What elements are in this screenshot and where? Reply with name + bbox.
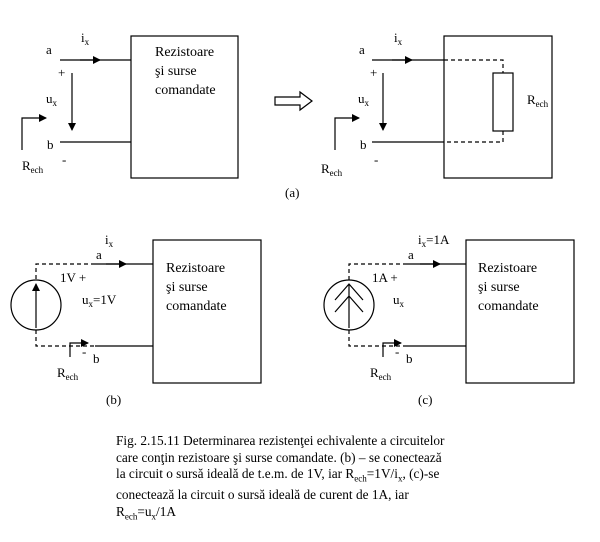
rech-label: Rech xyxy=(22,158,44,175)
caption-line: conectează la circuit o sursă ideală de … xyxy=(116,487,409,503)
block-box xyxy=(465,239,575,384)
ux-label: ux xyxy=(393,292,405,309)
figure-caption: Fig. 2.15.11 Determinarea rezistenţei ec… xyxy=(116,433,556,525)
minus-sign: - xyxy=(395,344,399,359)
panel-a-right xyxy=(334,35,553,179)
caption-line: care conţin rezistoare şi surse comandat… xyxy=(116,449,442,465)
rech-arrow xyxy=(382,339,402,357)
terminal-b: b xyxy=(47,137,54,152)
rech-resistor-label: Rech xyxy=(527,92,549,109)
current-source-symbol xyxy=(334,283,364,328)
terminal-a: a xyxy=(408,247,414,262)
panel-a-left xyxy=(21,35,239,179)
equivalent-resistor xyxy=(492,72,514,132)
plus-sign: + xyxy=(370,65,377,80)
box-text-line3: comandate xyxy=(478,299,539,314)
minus-sign: - xyxy=(374,152,378,167)
terminal-b: b xyxy=(406,351,413,366)
rech-arrow xyxy=(21,114,47,150)
terminal-b: b xyxy=(360,137,367,152)
box-text-line3: comandate xyxy=(155,83,216,98)
source-value: 1V + xyxy=(60,270,86,285)
rech-arrow xyxy=(334,114,360,150)
box-text-line1: Rezistoare xyxy=(155,45,214,60)
box-text-line1: Rezistoare xyxy=(166,261,225,276)
current-source xyxy=(323,279,375,331)
ux-label: ux=1V xyxy=(82,292,117,309)
transform-arrow xyxy=(274,90,313,112)
terminal-a: a xyxy=(96,247,102,262)
ix-label: ix xyxy=(81,30,90,47)
panel-c xyxy=(323,239,575,384)
dashed-connection xyxy=(444,59,504,143)
panel-label-b: (b) xyxy=(106,392,121,407)
voltage-source xyxy=(10,279,62,331)
caption-line: Rech=ux/1A xyxy=(116,504,176,522)
plus-sign: + xyxy=(58,65,65,80)
caption-line: la circuit o sursă ideală de t.e.m. de 1… xyxy=(116,466,440,484)
panel-b xyxy=(10,239,262,384)
rech-label: Rech xyxy=(57,365,79,382)
box-text-line2: şi surse xyxy=(478,280,520,295)
block-box xyxy=(152,239,262,384)
rech-label: Rech xyxy=(370,365,392,382)
source-value: 1A + xyxy=(372,270,398,285)
block-box xyxy=(130,35,239,179)
terminal-b: b xyxy=(93,351,100,366)
panel-a-right-text: a b + - ix ux Rech Rech xyxy=(321,30,549,178)
dashed-connection xyxy=(348,263,407,347)
block-box xyxy=(443,35,553,179)
ix-label: ix xyxy=(394,30,403,47)
minus-sign: - xyxy=(62,152,66,167)
ix-label: ix=1A xyxy=(418,232,450,249)
panel-b-text: Rezistoare şi surse comandate a b - 1V +… xyxy=(57,232,227,407)
minus-sign: - xyxy=(82,344,86,359)
caption-line: Fig. 2.15.11 Determinarea rezistenţei ec… xyxy=(116,433,445,448)
panel-c-text: Rezistoare şi surse comandate a b - 1A +… xyxy=(370,232,539,407)
ux-label: ux xyxy=(46,91,58,108)
box-text-line3: comandate xyxy=(166,299,227,314)
box-text-line1: Rezistoare xyxy=(478,261,537,276)
box-text-line2: şi surse xyxy=(155,64,197,79)
panel-label-a: (a) xyxy=(285,185,299,200)
ux-label: ux xyxy=(358,91,370,108)
dashed-connection xyxy=(35,263,95,347)
rech-label: Rech xyxy=(321,161,343,178)
box-text-line2: şi surse xyxy=(166,280,208,295)
panel-a-left-text: Rezistoare şi surse comandate a b + - ix… xyxy=(22,30,216,175)
terminal-a: a xyxy=(46,42,52,57)
terminal-a: a xyxy=(359,42,365,57)
rech-arrow xyxy=(69,339,89,357)
ix-label: ix xyxy=(105,232,114,249)
panel-label-c: (c) xyxy=(418,392,432,407)
